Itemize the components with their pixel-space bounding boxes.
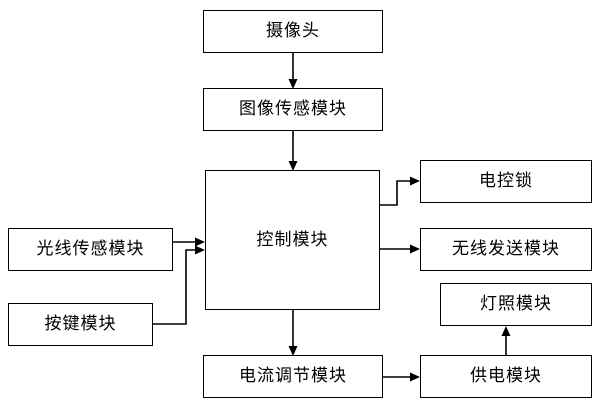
- edge-current-regulator-to-power-supply: [383, 372, 420, 382]
- node-power-supply-module[interactable]: 供电模块: [420, 355, 592, 398]
- node-power-supply-module-label: 供电模块: [470, 366, 542, 387]
- node-camera[interactable]: 摄像头: [203, 10, 383, 53]
- edge-image-sensor-to-control: [288, 131, 298, 171]
- edge-control-to-electric-lock: [380, 176, 420, 206]
- node-wireless-transmitter-module[interactable]: 无线发送模块: [420, 228, 592, 271]
- edge-control-to-wireless-transmitter: [380, 244, 420, 254]
- node-image-sensor-module-label: 图像传感模块: [239, 99, 347, 120]
- node-control-module-label: 控制模块: [256, 229, 329, 250]
- node-control-module[interactable]: 控制模块: [205, 170, 380, 310]
- edge-power-supply-to-lamp-module: [501, 326, 511, 355]
- edge-light-sensor-to-control: [173, 237, 205, 247]
- node-key-module-label: 按键模块: [44, 314, 117, 335]
- node-current-regulator-module[interactable]: 电流调节模块: [203, 355, 383, 398]
- edge-camera-to-image-sensor: [288, 53, 298, 89]
- node-electric-lock-label: 电控锁: [479, 171, 533, 192]
- node-camera-label: 摄像头: [266, 21, 320, 42]
- node-light-sensor-module-label: 光线传感模块: [36, 239, 145, 260]
- node-image-sensor-module[interactable]: 图像传感模块: [203, 88, 383, 131]
- node-current-regulator-module-label: 电流调节模块: [239, 366, 347, 387]
- node-lamp-module[interactable]: 灯照模块: [440, 283, 592, 326]
- node-wireless-transmitter-module-label: 无线发送模块: [452, 239, 560, 260]
- node-key-module[interactable]: 按键模块: [8, 303, 153, 346]
- edge-control-to-current-regulator: [288, 310, 298, 356]
- node-lamp-module-label: 灯照模块: [480, 294, 552, 315]
- node-electric-lock[interactable]: 电控锁: [420, 160, 592, 203]
- node-light-sensor-module[interactable]: 光线传感模块: [8, 228, 173, 271]
